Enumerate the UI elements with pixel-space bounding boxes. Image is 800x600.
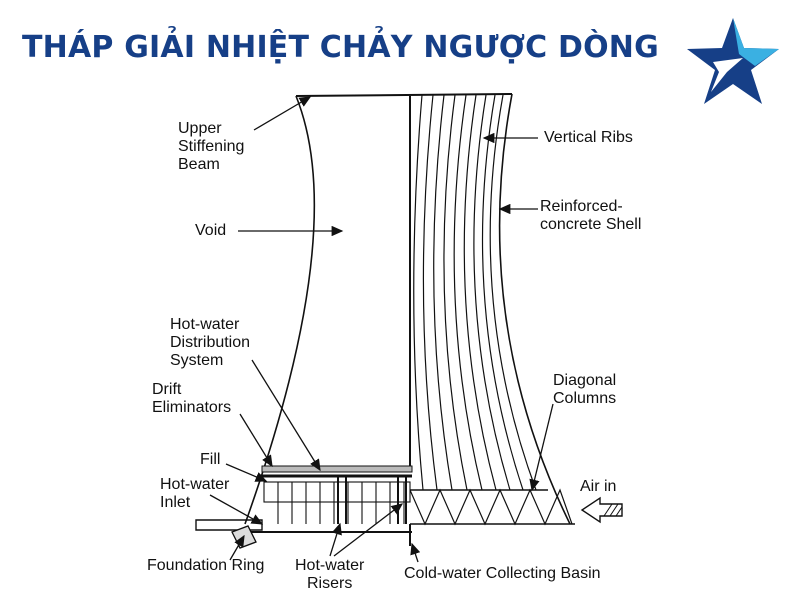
hot-water-riser-pipes (337, 476, 407, 524)
diagonal-columns (409, 488, 575, 526)
label-drift-eliminators: Drift Eliminators (152, 381, 232, 416)
label-cold-water-collecting-basin: Cold-water Collecting Basin (404, 565, 601, 582)
leader-lines (209, 96, 554, 563)
tower-left-shell (244, 95, 316, 525)
tower-right-shell (498, 93, 571, 525)
label-air-in: Air in (580, 478, 617, 495)
star-logo-icon (687, 18, 779, 104)
hot-water-inlet-pipe (195, 519, 263, 531)
label-reinforced-concrete-shell: Reinforced- concrete Shell (540, 198, 642, 233)
label-fill: Fill (200, 451, 221, 468)
drift-eliminators (261, 465, 413, 473)
page-title: THÁP GIẢI NHIỆT CHẢY NGƯỢC DÒNG (22, 30, 659, 65)
label-hot-water-inlet: Hot-water Inlet (160, 476, 230, 511)
vertical-ribs (413, 94, 537, 491)
fill-pack (263, 481, 411, 524)
label-hot-water-distribution-system: Hot-water Distribution System (170, 316, 251, 369)
label-hot-water-risers: Hot-water Risers (295, 557, 365, 592)
tower-top-beam (295, 93, 513, 97)
label-vertical-ribs: Vertical Ribs (544, 129, 633, 146)
label-void: Void (195, 222, 227, 239)
label-upper-stiffening-beam: Upper Stiffening Beam (178, 120, 245, 173)
air-in-arrow-icon (580, 496, 623, 524)
label-diagonal-columns: Diagonal Columns (553, 372, 617, 407)
air-in-hatch (603, 503, 623, 517)
label-foundation-ring: Foundation Ring (147, 557, 265, 574)
